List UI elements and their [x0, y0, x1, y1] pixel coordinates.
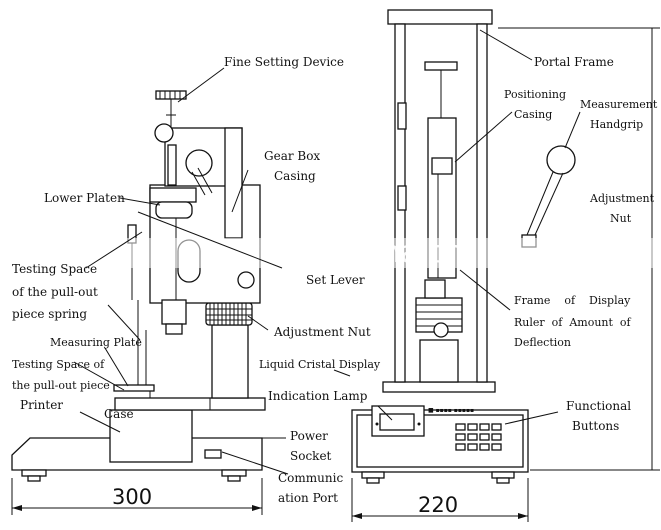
- watermark: trade.china.cn: [248, 235, 464, 270]
- label-measurement: Measurement: [580, 98, 658, 111]
- foot: [496, 477, 510, 484]
- lower-column: [419, 339, 459, 383]
- dimension-width-left: 300: [112, 485, 152, 509]
- label-positioning-casing: Casing: [514, 108, 552, 121]
- label-testing-space-1: Testing Space: [12, 262, 97, 276]
- lamp-block: [424, 279, 446, 299]
- label-buttons: Buttons: [572, 419, 619, 433]
- label-portal-frame: Portal Frame: [534, 55, 614, 69]
- label-frame-display-2: Ruler of Amount of: [514, 316, 632, 329]
- power-socket: [204, 449, 222, 459]
- label-casing: Casing: [274, 169, 316, 183]
- platen-holder: [155, 201, 193, 219]
- dimension-220: 220: [351, 478, 529, 522]
- label-gear-box: Gear Box: [264, 149, 320, 163]
- label-testing-space-b2: the pull-out piece: [12, 379, 110, 392]
- label-testing-space-2: of the pull-out: [12, 285, 98, 299]
- label-socket: Socket: [290, 449, 332, 463]
- portal-right-post: [476, 23, 488, 383]
- dial: [154, 123, 174, 143]
- foot: [361, 471, 385, 479]
- dimension-width-right: 220: [418, 493, 458, 517]
- label-handgrip: Handgrip: [590, 118, 643, 131]
- label-functional: Functional: [566, 399, 631, 413]
- label-indication-lamp: Indication Lamp: [268, 389, 368, 403]
- label-nut: Nut: [610, 212, 632, 225]
- label-liquid-cristal-display: Liquid Cristal Display: [259, 358, 381, 371]
- label-fine-setting-device: Fine Setting Device: [224, 55, 344, 69]
- measurement-handgrip: [546, 145, 576, 175]
- label-set-lever: Set Lever: [306, 273, 365, 287]
- leader-lines: [73, 29, 581, 475]
- label-frame-display-3: Deflection: [514, 336, 571, 349]
- label-measuring-plate: Measuring Plate: [50, 336, 142, 349]
- label-port: ation Port: [278, 491, 338, 505]
- label-printer: Printer: [20, 398, 63, 412]
- foot: [221, 469, 247, 477]
- printer-case: [109, 409, 193, 463]
- column: [211, 324, 249, 399]
- label-adjustment-nut: Adjustment Nut: [273, 325, 371, 339]
- dimension-300: 300: [11, 478, 263, 515]
- bottom-plate: [382, 381, 496, 393]
- label-case: Case: [104, 407, 134, 421]
- portal-top: [387, 9, 493, 25]
- labels: Fine Setting Device Gear Box Casing Lowe…: [12, 55, 658, 505]
- foot: [21, 469, 47, 477]
- measuring-plate: [113, 384, 155, 392]
- spindle-block: [431, 157, 453, 175]
- fine-setting-knob-right: [424, 61, 458, 71]
- right-machine: ■ ▪▪▪▪ ▪▪▪▪▪: [351, 9, 660, 484]
- label-frame-display-1: Frame of Display: [514, 294, 631, 307]
- functional-buttons: [455, 423, 502, 451]
- clamp: [397, 185, 407, 211]
- label-power: Power: [290, 429, 328, 443]
- lcd-screen: [379, 413, 415, 431]
- clamp: [397, 102, 407, 130]
- dial-indicator: [433, 322, 449, 338]
- label-positioning: Positioning: [504, 88, 566, 101]
- label-adjustment: Adjustment: [589, 192, 655, 205]
- spindle: [167, 144, 177, 186]
- adjustment-nut: [205, 302, 253, 326]
- knob: [237, 271, 255, 289]
- table-top: [114, 397, 266, 411]
- lower-platen: [149, 187, 197, 203]
- spring-holder: [161, 299, 187, 325]
- foot: [491, 471, 515, 479]
- foot: [366, 477, 380, 484]
- lever-ball: [185, 149, 213, 177]
- svg-text:■ ▪▪▪▪ ▪▪▪▪▪: ■ ▪▪▪▪ ▪▪▪▪▪: [428, 407, 474, 414]
- foot: [227, 475, 241, 482]
- foot: [27, 475, 41, 482]
- spring-cap: [165, 323, 183, 335]
- label-communication: Communic: [278, 471, 343, 485]
- label-testing-space-3: piece spring: [12, 307, 87, 321]
- label-testing-space-b1: Testing Space of: [12, 358, 105, 371]
- arm-post: [224, 127, 243, 239]
- label-lower-platen: Lower Platen: [44, 191, 125, 205]
